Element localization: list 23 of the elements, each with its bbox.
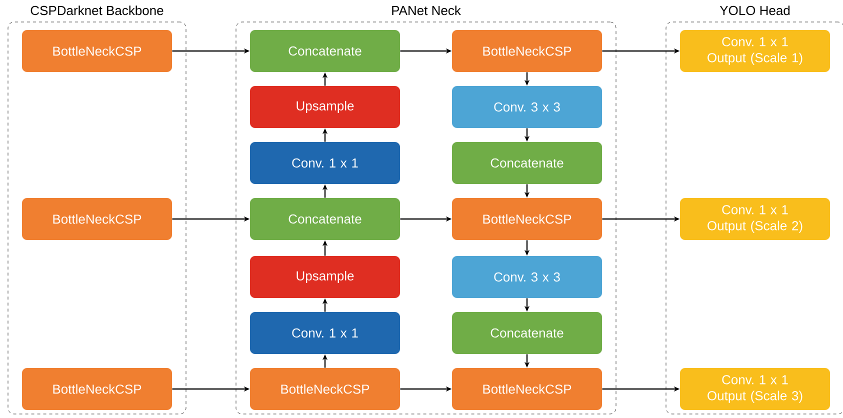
process-box: BottleNeckCSP bbox=[452, 198, 602, 240]
concatenate-box: Concatenate bbox=[452, 142, 602, 184]
node-label: CSPDarknet Backbone bbox=[30, 6, 164, 16]
concatenate-box: Concatenate bbox=[452, 312, 602, 354]
concatenate-box: Concatenate bbox=[250, 198, 400, 240]
conv-box: Conv. 3 x 3 bbox=[452, 256, 602, 298]
conv-box: Conv. 1 x 1 bbox=[250, 142, 400, 184]
upsample-box: Upsample bbox=[250, 86, 400, 128]
process-box: BottleNeckCSP bbox=[250, 368, 400, 410]
conv-box: Conv. 3 x 3 bbox=[452, 86, 602, 128]
concatenate-box: Concatenate bbox=[250, 30, 400, 72]
output-box: Conv. 1 x 1 Output (Scale 2) bbox=[680, 198, 830, 240]
process-box: BottleNeckCSP bbox=[452, 368, 602, 410]
output-box: Conv. 1 x 1 Output (Scale 1) bbox=[680, 30, 830, 72]
conv-box: Conv. 1 x 1 bbox=[250, 312, 400, 354]
process-box: BottleNeckCSP bbox=[22, 198, 172, 240]
node-label: PANet Neck bbox=[392, 6, 461, 16]
node-label: YOLO Head bbox=[720, 6, 790, 16]
process-box: BottleNeckCSP bbox=[22, 368, 172, 410]
output-box: Conv. 1 x 1 Output (Scale 3) bbox=[680, 368, 830, 410]
upsample-box: Upsample bbox=[250, 256, 400, 298]
process-box: BottleNeckCSP bbox=[452, 30, 602, 72]
process-box: BottleNeckCSP bbox=[22, 30, 172, 72]
